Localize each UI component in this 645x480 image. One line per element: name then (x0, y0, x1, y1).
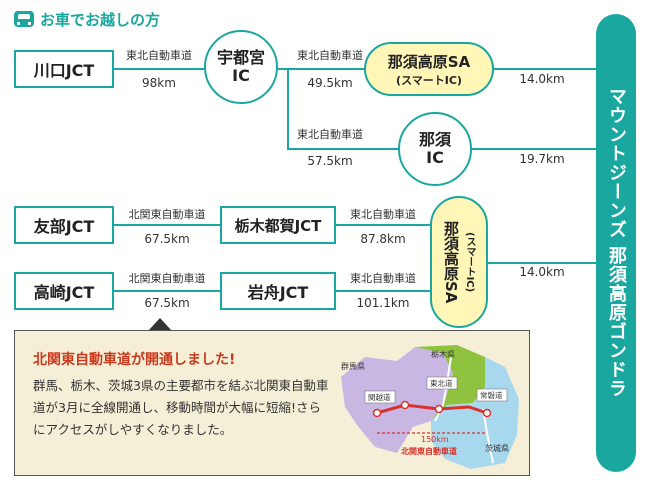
road-label: 東北自動車道 (297, 49, 363, 62)
section-title: お車でお越しの方 (14, 8, 160, 30)
ibaraki-label: 茨城県 (485, 443, 509, 453)
node-tomobe-jct: 友部JCT (14, 206, 114, 244)
node-label: 宇都宮 (216, 47, 265, 67)
connector-line (488, 262, 598, 264)
tohoku-label: 東北道 (430, 378, 453, 388)
node-label: 那須 (418, 129, 451, 149)
distance-label: 98km (142, 76, 176, 90)
node-label: 友部JCT (33, 217, 95, 236)
node-iwafune-jct: 岩舟JCT (220, 272, 336, 310)
node-sublabel: (スマートIC) (464, 231, 475, 293)
road-label: 東北自動車道 (126, 49, 192, 62)
distance-label: 87.8km (360, 232, 406, 246)
node-label: 那須高原SA (387, 52, 471, 71)
road-label: 北関東自動車道 (128, 208, 206, 221)
news-text: 群馬、栃木、茨城3県の主要都市を結ぶ北関東自動車道が3月に全線開通し、移動時間が… (33, 378, 329, 437)
connector-line (492, 68, 598, 70)
news-panel: 北関東自動車道が開通しました! 群馬、栃木、茨城3県の主要都市を結ぶ北関東自動車… (14, 330, 530, 476)
car-icon (14, 11, 34, 27)
node-label: IC (232, 66, 250, 85)
destination-banner: マウントジーンズ 那須高原ゴンドラ (596, 14, 636, 472)
connector-line (470, 148, 598, 150)
section-title-text: お車でお越しの方 (40, 10, 161, 29)
node-nasukogen-sa-vertical: 那須高原SA (スマートIC) (430, 196, 488, 328)
node-nasukogen-sa: 那須高原SA (スマートIC) (364, 42, 494, 96)
destination-label: マウントジーンズ 那須高原ゴンドラ (606, 87, 627, 399)
route-node (400, 400, 410, 410)
node-label: 川口JCT (33, 61, 95, 80)
node-label: IC (426, 148, 444, 167)
connector-line (287, 68, 289, 150)
connector-line (112, 224, 220, 226)
distance-label: 14.0km (519, 265, 565, 279)
kitakanto-label: 北関東自動車道 (401, 446, 457, 456)
route-node (434, 404, 444, 414)
node-utsunomiya-ic: 宇都宮 IC (204, 30, 278, 104)
ibaraki-region (431, 357, 519, 469)
kanetsu-tag (364, 390, 396, 404)
road-label: 東北自動車道 (350, 272, 416, 285)
joban-tag (476, 388, 508, 402)
road-label: 東北自動車道 (297, 128, 363, 141)
connector-line (287, 148, 399, 150)
tochigi-label: 栃木県 (431, 349, 455, 359)
node-label: 那須高原SA (442, 220, 460, 304)
route-node (372, 408, 382, 418)
gunma-label: 群馬県 (341, 361, 365, 371)
node-nasu-ic: 那須 IC (398, 112, 472, 186)
distance-label: 67.5km (144, 296, 190, 310)
joban-label: 常磐道 (480, 390, 503, 400)
distance-label: 57.5km (307, 154, 353, 168)
node-kawaguchi-jct: 川口JCT (14, 50, 114, 88)
distance-label: 49.5km (307, 76, 353, 90)
node-sublabel: (スマートIC) (396, 73, 462, 87)
node-label: 栃木都賀JCT (234, 216, 322, 235)
connector-line (112, 290, 220, 292)
connector-line (334, 224, 430, 226)
gunma-region (341, 347, 453, 453)
distance-label: 19.7km (519, 152, 565, 166)
node-tochigitsuga-jct: 栃木都賀JCT (220, 206, 336, 244)
node-label: 高崎JCT (33, 283, 95, 302)
connector-line (334, 290, 430, 292)
node-label: 岩舟JCT (247, 283, 309, 302)
connector-line (112, 68, 204, 70)
distance-label: 14.0km (519, 72, 565, 86)
road-label: 北関東自動車道 (128, 272, 206, 285)
news-title: 北関東自動車道が開通しました! (33, 352, 236, 368)
connector-line (278, 68, 364, 70)
road-label: 東北自動車道 (350, 208, 416, 221)
distance-label: 67.5km (144, 232, 190, 246)
joban-road-line (482, 408, 494, 464)
route-node (482, 408, 492, 418)
tohoku-tag (426, 376, 458, 390)
kanetsu-label: 関越道 (368, 392, 391, 402)
kitakanto-map: 群馬県 栃木県 茨城県 関越道 東北道 常磐道 150km 北関東自動車道 (341, 345, 519, 469)
callout-pointer (148, 318, 172, 331)
tochigi-region (415, 345, 485, 421)
node-takasaki-jct: 高崎JCT (14, 272, 114, 310)
distance-label: 101.1km (356, 296, 410, 310)
distance-value-label: 150km (421, 435, 449, 444)
